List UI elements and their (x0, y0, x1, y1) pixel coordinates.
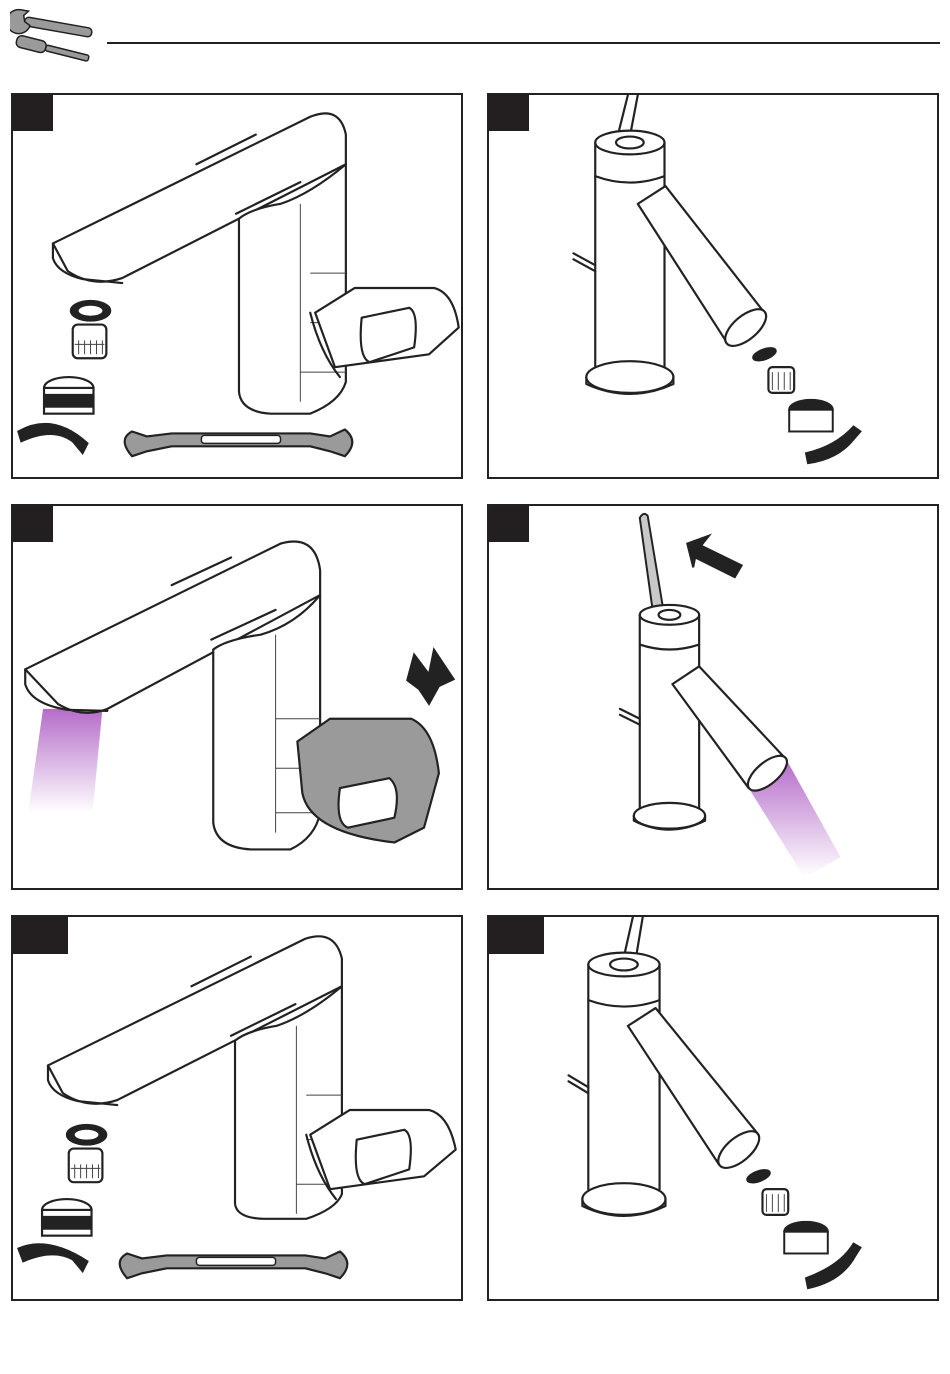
lever-mixer-illustration (489, 95, 937, 477)
lever-mixer-illustration (489, 506, 937, 888)
basin-mixer-illustration (13, 917, 461, 1299)
basin-mixer-illustration (13, 506, 461, 888)
panel-step-3: p3 (11, 504, 463, 890)
header-rule (107, 42, 940, 44)
panel-step-4: p4 (487, 504, 939, 890)
panel-step-2: p2 (487, 93, 939, 479)
wrench-screwdriver-icon (10, 8, 100, 68)
lever-mixer-illustration (489, 917, 937, 1299)
panel-step-1: p1 (11, 93, 463, 479)
panel-step-6: p6 (487, 915, 939, 1301)
panel-step-5: p5 (11, 915, 463, 1301)
basin-mixer-illustration (13, 95, 461, 477)
